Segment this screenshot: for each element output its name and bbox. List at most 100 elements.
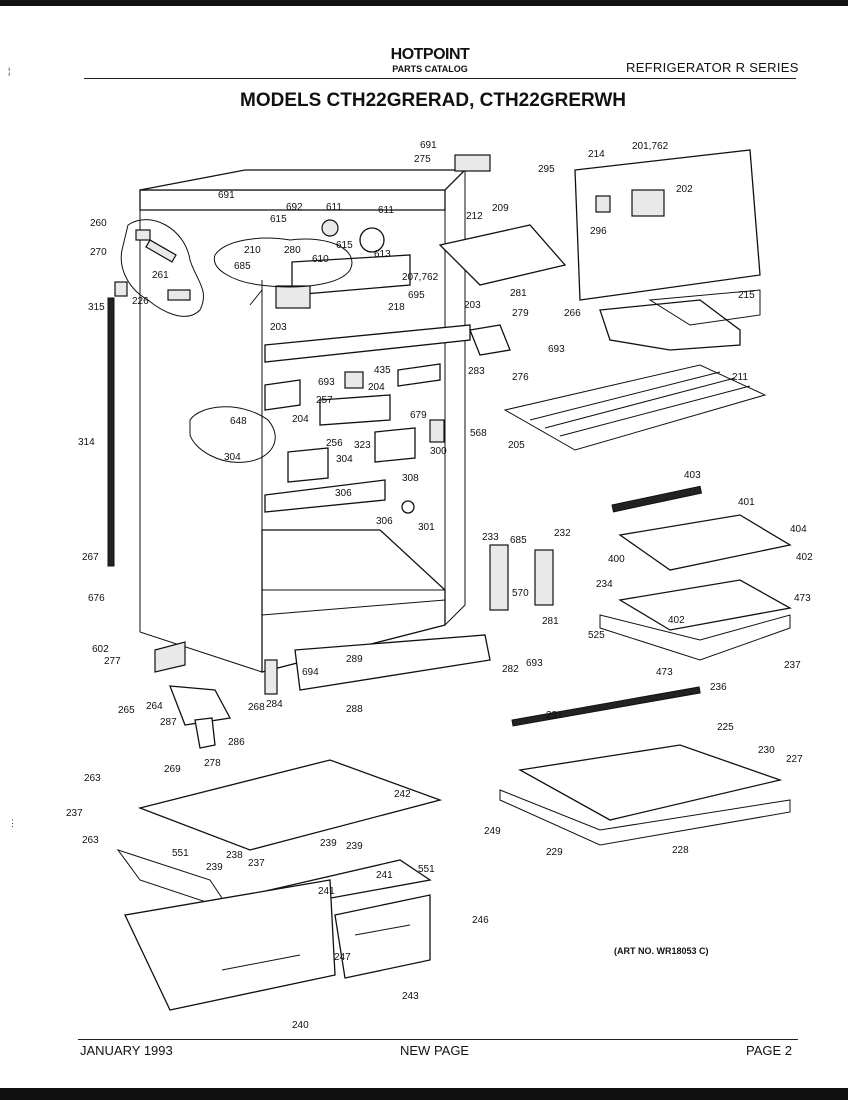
part-number-callout: 551	[418, 864, 435, 875]
part-number-callout: 201,762	[632, 141, 669, 152]
part-number-callout: 237	[784, 660, 801, 671]
part-number-callout: 611	[326, 202, 342, 213]
part-number-callout: 296	[590, 226, 607, 237]
part-number-callout: 611	[378, 205, 394, 216]
part-number-callout: 314	[78, 437, 95, 448]
part-number-callout: 267	[82, 552, 99, 563]
part-number-callout: 243	[402, 991, 419, 1002]
part-number-callout: 286	[228, 737, 245, 748]
part-number-callout: 205	[508, 440, 525, 451]
part-number-callout: 231	[546, 710, 563, 721]
part-number-callout: 691	[420, 140, 437, 151]
part-number-callout: 225	[717, 722, 734, 733]
part-number-callout: 275	[414, 154, 431, 165]
part-number-callout: 239	[346, 841, 363, 852]
part-number-callout: 694	[302, 667, 319, 678]
part-number-callout: 282	[502, 664, 519, 675]
footer-date: JANUARY 1993	[80, 1043, 173, 1058]
part-number-callout: 404	[790, 524, 807, 535]
part-number-callout: 226	[132, 296, 149, 307]
bottom-border	[0, 1088, 848, 1100]
footer-page: PAGE 2	[746, 1043, 793, 1058]
part-number-callout: 306	[335, 488, 352, 499]
brand-title: HOTPOINT	[390, 46, 470, 63]
part-number-callout: 400	[608, 554, 625, 565]
part-number-callout: 568	[470, 428, 487, 439]
part-number-callout: 227	[786, 754, 803, 765]
margin-tick: ⋮	[8, 818, 17, 828]
part-number-callout: 284	[266, 699, 283, 710]
part-number-callout: 615	[270, 214, 287, 225]
part-number-callout: 228	[672, 845, 689, 856]
part-number-callout: 281	[510, 288, 527, 299]
part-number-callout: 269	[164, 764, 181, 775]
art-number: (ART NO. WR18053 C)	[614, 946, 709, 956]
part-number-callout: 280	[284, 245, 301, 256]
top-border	[0, 0, 848, 6]
page-title: MODELS CTH22GRERAD, CTH22GRERWH	[240, 90, 627, 111]
part-number-callout: 204	[368, 382, 385, 393]
part-number-callout: 232	[554, 528, 571, 539]
part-number-callout: 238	[226, 850, 243, 861]
part-number-callout: 239	[206, 862, 223, 873]
catalog-subtitle: PARTS CATALOG	[392, 64, 468, 74]
part-number-callout: 239	[320, 838, 337, 849]
part-number-callout: 679	[410, 410, 427, 421]
part-number-callout: 204	[292, 414, 309, 425]
part-number-callout: 685	[510, 535, 527, 546]
part-number-callout: 283	[468, 366, 485, 377]
crisper-assembly	[116, 634, 491, 1011]
part-number-callout: 229	[546, 847, 563, 858]
part-number-callout: 306	[376, 516, 393, 527]
part-number-callout: 214	[588, 149, 605, 160]
series-label: REFRIGERATOR R SERIES	[626, 60, 799, 75]
part-number-callout: 264	[146, 701, 163, 712]
part-number-callout: 211	[732, 372, 748, 383]
part-number-callout: 570	[512, 588, 529, 599]
part-number-callout: 240	[292, 1020, 309, 1031]
part-number-callout: 203	[464, 300, 481, 311]
part-number-callout: 230	[758, 745, 775, 756]
part-number-callout: 241	[318, 886, 335, 897]
cabinet-outline	[139, 169, 467, 673]
part-number-callout: 695	[408, 290, 425, 301]
lower-shelf-assembly	[499, 686, 791, 846]
part-number-callout: 266	[564, 308, 581, 319]
part-number-callout: 693	[548, 344, 565, 355]
part-number-callout: 693	[318, 377, 335, 388]
part-number-callout: 236	[710, 682, 727, 693]
part-number-callout: 249	[484, 826, 501, 837]
part-number-callout: 276	[512, 372, 529, 383]
footer-rule	[78, 1039, 798, 1040]
part-number-callout: 247	[334, 952, 351, 963]
part-number-callout: 207,762	[402, 272, 439, 283]
part-number-callout: 300	[430, 446, 447, 457]
part-number-callout: 210	[244, 245, 261, 256]
part-number-callout: 289	[346, 654, 363, 665]
part-number-callout: 473	[656, 667, 673, 678]
part-number-callout: 237	[66, 808, 83, 819]
wire-shelf	[503, 364, 767, 451]
part-number-callout: 402	[668, 615, 685, 626]
part-number-callout: 288	[346, 704, 363, 715]
part-number-callout: 218	[388, 302, 405, 313]
footer-note: NEW PAGE	[400, 1043, 470, 1058]
part-number-callout: 263	[84, 773, 101, 784]
part-number-callout: 242	[394, 789, 411, 800]
part-number-callout: 202	[676, 184, 693, 195]
part-number-callout: 233	[482, 532, 499, 543]
part-number-callout: 308	[402, 473, 419, 484]
part-number-callout: 315	[88, 302, 105, 313]
part-number-callout: 246	[472, 915, 489, 926]
header-rule	[84, 78, 796, 79]
part-number-callout: 265	[118, 705, 135, 716]
part-number-callout: 257	[316, 395, 333, 406]
part-number-callout: 693	[526, 658, 543, 669]
part-number-callout: 295	[538, 164, 555, 175]
part-number-callout: 304	[224, 452, 241, 463]
part-number-callout: 203	[270, 322, 287, 333]
part-number-callout: 278	[204, 758, 221, 769]
margin-tick: ¦	[8, 66, 11, 76]
